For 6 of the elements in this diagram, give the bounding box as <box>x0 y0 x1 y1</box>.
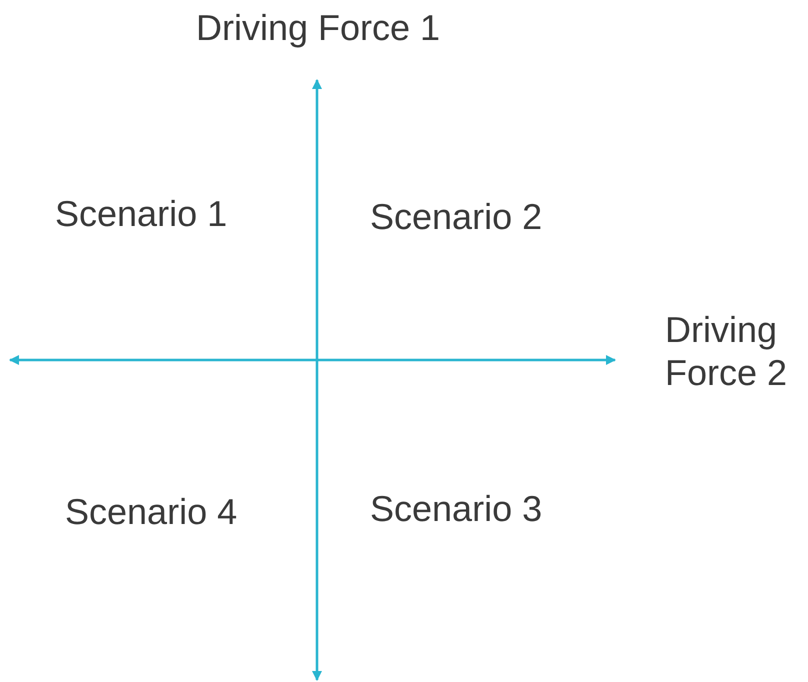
axis-title: Driving Force 1 <box>196 6 440 50</box>
quadrant-label: Scenario 4 <box>65 490 238 534</box>
quadrant-label: Scenario 2 <box>370 195 542 238</box>
quadrant-label: Scenario 1 <box>55 192 228 236</box>
axis-title: Driving Force 2 <box>665 308 788 394</box>
quadrant-label: Scenario 3 <box>370 487 542 530</box>
